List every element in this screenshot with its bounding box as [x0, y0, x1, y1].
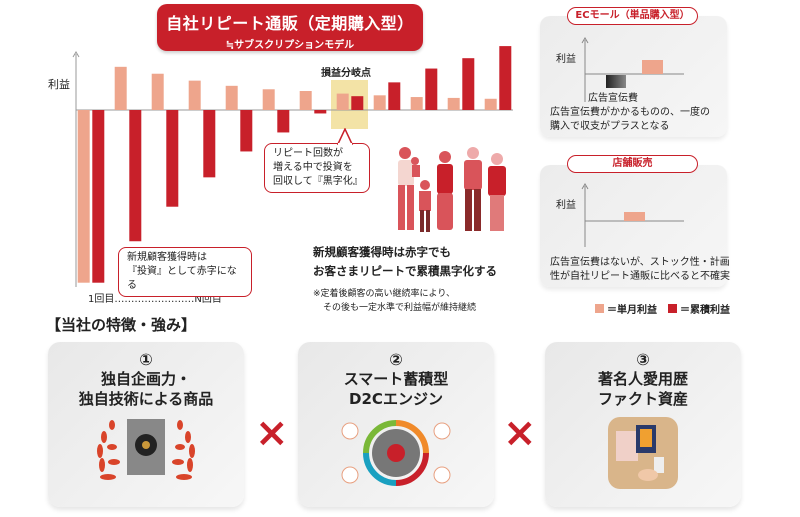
summary-note: ※定着後顧客の高い継続率により、 その後も一定水準で利益幅が維持継続: [313, 287, 476, 315]
legend-cumulative: ＝累積利益: [680, 305, 730, 316]
card-number: ②: [389, 350, 403, 369]
card-title-line: 著名人愛用歴: [597, 370, 688, 388]
monthly-profit-bar-6: [262, 89, 275, 110]
store-ylabel: 利益: [556, 200, 576, 211]
monthly-profit-bar: [642, 60, 663, 74]
callout-line: 新規顧客獲得時は: [127, 252, 207, 263]
ec-description: 広告宣伝費がかかるものの、一度の購入で収支がプラスとなる: [550, 106, 710, 134]
callout-line: 増える中で投資を: [273, 162, 353, 173]
cumulative-profit-bar-2: [129, 110, 142, 242]
d2c-cycle-icon: [341, 420, 451, 486]
monthly-profit-bar-1: [77, 110, 90, 283]
card-number: ①: [139, 350, 153, 369]
chart-legend: ＝単月利益 ＝累積利益: [595, 301, 730, 316]
cumulative-profit-bar-8: [351, 96, 364, 110]
cumulative-profit-bar-3: [166, 110, 179, 207]
ad-cost-bar: [606, 75, 626, 88]
cumulative-profit-bar-11: [462, 58, 475, 110]
cumulative-profit-bar-6: [277, 110, 290, 133]
monthly-profit-bar-9: [373, 95, 386, 110]
store-description: 広告宣伝費はないが、ストック性・計画性が自社リピート通販に比べると不確実: [550, 256, 730, 284]
note-line2: その後も一定水準で利益幅が維持継続: [323, 303, 477, 313]
callout-line: リピート回数が: [273, 148, 343, 159]
card-number: ③: [636, 350, 650, 369]
summary-line2: お客さまリピートで累積黒字化する: [313, 264, 497, 278]
card-title-line: D2Cエンジン: [349, 390, 443, 408]
monthly-profit-bar-2: [114, 66, 127, 110]
summary-text: 新規顧客獲得時は赤字でも お客さまリピートで累積黒字化する: [313, 243, 497, 281]
desc-line: 性が自社リピート通販に比べると不確実: [550, 271, 730, 282]
card-title-line: 独自技術による商品: [78, 390, 214, 408]
y-axis-arrow: [72, 51, 80, 58]
ec-mall-label: ECモール（単品購入型）: [567, 7, 698, 25]
strength-card-product: ① 独自企画力・ 独自技術による商品: [48, 342, 244, 507]
callout-line: 回収して『黒字化』: [273, 176, 363, 187]
x-axis-label: 1回目……………………N回目: [88, 294, 222, 305]
recovery-callout: リピート回数が 増える中で投資を 回収して『黒字化』: [264, 143, 370, 193]
card-title-line: ファクト資産: [597, 390, 688, 408]
investment-callout: 新規顧客獲得時は 『投資』として赤字になる: [118, 247, 252, 297]
ec-bar-label: 広告宣伝費: [588, 93, 638, 104]
desc-line: 広告宣伝費がかかるものの、一度の: [550, 107, 710, 118]
ec-ylabel: 利益: [556, 54, 576, 65]
monthly-profit-bar-12: [484, 98, 497, 110]
monthly-profit-bar: [624, 212, 645, 221]
strength-card-d2c-engine: ② スマート蓄積型 D2Cエンジン: [298, 342, 494, 507]
monthly-profit-bar-5: [225, 85, 238, 110]
store-label: 店舗販売: [567, 155, 698, 173]
strength-card-celebrity-facts: ③ 著名人愛用歴 ファクト資産: [545, 342, 741, 507]
monthly-profit-bar-10: [410, 97, 423, 110]
cumulative-profit-bar-12: [499, 46, 512, 110]
monthly-profit-bar-3: [151, 73, 164, 110]
legend-monthly: ＝単月利益: [607, 305, 657, 316]
card-title-line: 独自企画力・: [100, 370, 191, 388]
cumulative-profit-bar-1: [92, 110, 105, 283]
family-illustration: [398, 147, 506, 232]
monthly-profit-bar-7: [299, 91, 312, 110]
model-title-banner: 自社リピート通販（定期購入型） ≒サブスクリプションモデル: [157, 4, 423, 51]
store-mini-chart: [581, 183, 684, 247]
multiply-icon: ×: [255, 410, 289, 456]
store-panel: [540, 165, 727, 287]
card-title-line: スマート蓄積型: [343, 370, 449, 388]
monthly-profit-bar-4: [188, 80, 201, 110]
monthly-profit-bar-11: [447, 97, 460, 110]
cumulative-profit-bar-5: [240, 110, 253, 152]
ec-mall-panel: [540, 16, 727, 137]
banner-title: 自社リピート通販（定期購入型）: [166, 14, 414, 33]
note-line1: ※定着後顧客の高い継続率により、: [313, 289, 456, 299]
desc-line: 広告宣伝費はないが、ストック性・計画: [550, 257, 730, 268]
callout-pointer: [336, 128, 354, 145]
legend-swatch-monthly: [595, 304, 604, 313]
summary-line1: 新規顧客獲得時は赤字でも: [313, 245, 451, 259]
strengths-heading: 【当社の特徴・強み】: [46, 316, 197, 334]
breakeven-label: 損益分岐点: [321, 68, 371, 79]
y-axis-label: 利益: [48, 78, 70, 91]
monthly-profit-bar-8: [336, 93, 349, 110]
product-photo: [608, 417, 678, 489]
ec-mini-chart: [581, 37, 684, 102]
callout-line: 『投資』として赤字になる: [127, 266, 237, 291]
cumulative-profit-bar-7: [314, 110, 327, 114]
legend-swatch-cumulative: [668, 304, 677, 313]
desc-line: 購入で収支がプラスとなる: [550, 121, 670, 132]
cumulative-profit-bar-4: [203, 110, 216, 178]
cumulative-profit-bar-10: [425, 68, 438, 110]
laurel-product-icon: [97, 419, 195, 480]
cumulative-profit-bar-9: [388, 82, 401, 110]
multiply-icon: ×: [503, 410, 537, 456]
profit-bar-chart: [72, 46, 513, 287]
banner-subtitle: ≒サブスクリプションモデル: [225, 40, 355, 51]
